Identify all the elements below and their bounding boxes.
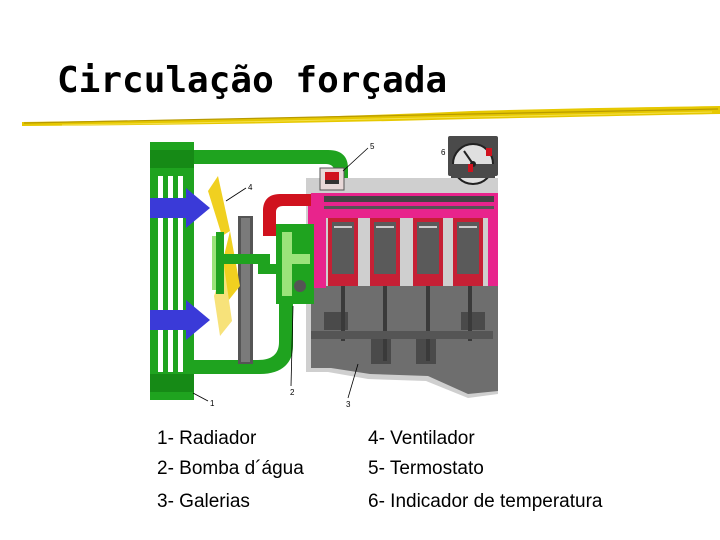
fan <box>208 176 270 336</box>
cooling-system-diagram: 1 2 3 4 5 6 <box>148 136 508 418</box>
legend-termostato: 5- Termostato <box>368 458 484 479</box>
legend-radiador: 1- Radiador <box>157 428 257 449</box>
legend-ventilador: 4- Ventilador <box>368 428 475 449</box>
slide-title: Circulação forçada <box>57 60 448 101</box>
hot-coolant-line <box>263 194 311 236</box>
callout-4: 4 <box>248 183 253 192</box>
callout-1: 1 <box>210 399 215 408</box>
callout-2: 2 <box>290 388 295 397</box>
callout-6: 6 <box>441 148 446 157</box>
engine-block <box>306 178 498 398</box>
title-underline <box>22 106 720 126</box>
callout-3: 3 <box>346 400 351 409</box>
callouts: 1 2 3 4 5 6 <box>192 142 446 409</box>
temperature-gauge <box>448 136 498 185</box>
legend-indicador-temperatura: 6- Indicador de temperatura <box>368 491 603 512</box>
upper-hose <box>194 150 348 178</box>
legend-galerias: 3- Galerias <box>157 491 250 512</box>
air-flow-arrows <box>150 188 210 340</box>
legend-bomba-dagua: 2- Bomba d´água <box>157 458 304 479</box>
callout-5: 5 <box>370 142 375 151</box>
water-pump <box>258 224 314 304</box>
lower-hose <box>194 301 293 374</box>
thermostat <box>319 167 345 191</box>
radiator <box>150 142 194 400</box>
